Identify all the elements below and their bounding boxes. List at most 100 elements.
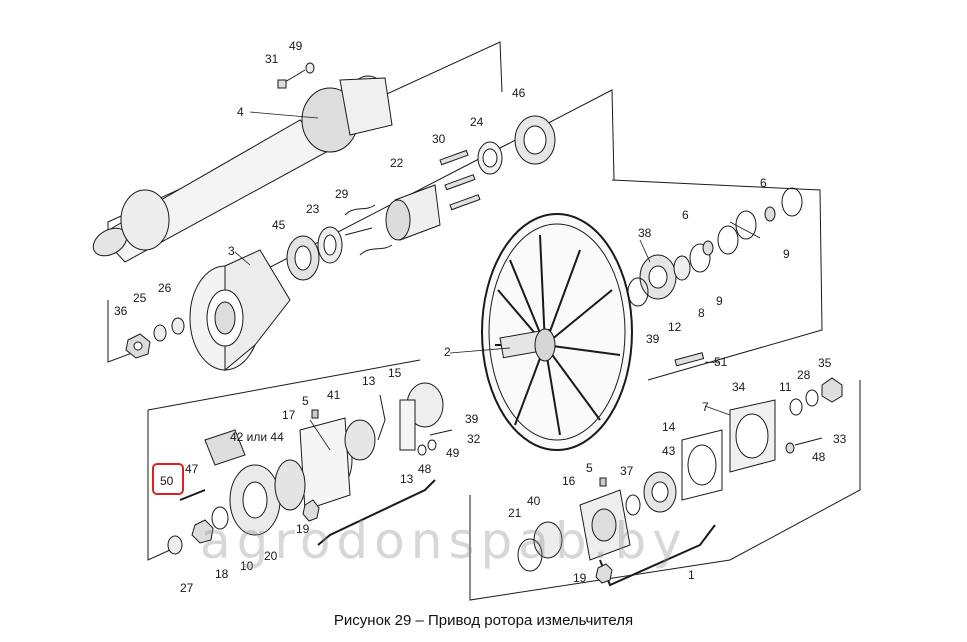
- washer-part-49b: [427, 439, 437, 451]
- washer-part-8: [689, 243, 711, 273]
- ring-part-12: [673, 255, 691, 281]
- flange-plate-part-7: [729, 399, 776, 473]
- ring-part-37: [625, 494, 641, 516]
- bracket-part-13: [377, 394, 386, 441]
- part-label-5-right: 5: [586, 461, 593, 475]
- part-label-4: 4: [237, 105, 244, 119]
- part-label-6: 6: [682, 208, 689, 222]
- part-label-19-left: 19: [296, 522, 310, 536]
- part-label-25: 25: [133, 291, 147, 305]
- part-label-15: 15: [388, 366, 402, 380]
- part-label-19-right: 19: [573, 571, 587, 585]
- panel-left-frame: [107, 300, 141, 363]
- bolt-part-5b: [599, 477, 607, 487]
- part-label-32: 32: [467, 432, 481, 446]
- nut-part-35: [821, 377, 843, 403]
- fitting-part-19b: [302, 499, 320, 522]
- housing-part-3: [189, 249, 291, 372]
- washer-part-48b: [417, 444, 427, 456]
- part-label-48-lower: 48: [418, 462, 432, 476]
- part-label-28: 28: [797, 368, 811, 382]
- part-label-45: 45: [272, 218, 286, 232]
- washer-part-26: [171, 317, 185, 335]
- part-label-36: 36: [114, 304, 128, 318]
- part-label-5-left: 5: [302, 394, 309, 408]
- part-label-2: 2: [444, 345, 451, 359]
- part-label-27: 27: [180, 581, 194, 595]
- bolt-part-50: [179, 489, 206, 501]
- washer-part-9: [717, 225, 739, 255]
- part-label-30: 30: [432, 132, 446, 146]
- part-label-12: 12: [668, 320, 682, 334]
- part-label-49: 49: [289, 39, 303, 53]
- panel-right-frame: [611, 179, 823, 381]
- part-label-46: 46: [512, 86, 526, 100]
- pipe-part-13: [317, 479, 436, 546]
- panel-lower-frame: [147, 359, 421, 411]
- part-label-40: 40: [527, 494, 541, 508]
- cardan-shaft-part-4: [92, 75, 393, 263]
- part-label-17: 17: [282, 408, 296, 422]
- pins-part-29: [344, 204, 393, 256]
- part-label-38: 38: [638, 226, 652, 240]
- bolt-part-5a: [311, 409, 319, 419]
- part-label-33: 33: [833, 432, 847, 446]
- part-label-10: 10: [240, 559, 254, 573]
- part-label-6-top: 6: [760, 176, 767, 190]
- part-label-1: 1: [688, 568, 695, 582]
- part-label-8: 8: [698, 306, 705, 320]
- ring-part-24: [477, 141, 503, 175]
- part-label-7: 7: [702, 400, 709, 414]
- keys-part-30: [439, 149, 481, 211]
- part-label-29: 29: [335, 187, 349, 201]
- part-label-3: 3: [228, 244, 235, 258]
- washer-part-25: [153, 324, 167, 342]
- part-label-48: 48: [812, 450, 826, 464]
- bolt-part-32: [429, 429, 453, 436]
- highlight-box-part-50: [152, 463, 184, 495]
- housing-part-17: [299, 417, 353, 511]
- part-label-9: 9: [716, 294, 723, 308]
- washer-part-27: [167, 535, 183, 555]
- washer-part-10: [211, 506, 229, 530]
- part-label-14: 14: [662, 420, 676, 434]
- washer-part-9b: [735, 210, 757, 240]
- part-label-51: 51: [714, 355, 728, 369]
- part-label-16: 16: [562, 474, 576, 488]
- bolt-part-31: [277, 62, 315, 89]
- panel-bottom-frame: [469, 380, 861, 601]
- part-label-11: 11: [779, 380, 792, 394]
- part-label-26: 26: [158, 281, 172, 295]
- bracket-part-15: [399, 382, 444, 451]
- part-label-50: 50: [160, 474, 174, 488]
- part-label-20: 20: [264, 549, 278, 563]
- ring-part-21: [517, 538, 543, 572]
- watermark: agrodonspab.by: [200, 512, 688, 570]
- key-part-51: [674, 352, 705, 367]
- part-label-37: 37: [620, 464, 634, 478]
- part-label-18: 18: [215, 567, 229, 581]
- washer-part-28: [805, 389, 819, 407]
- part-label-41: 41: [327, 388, 341, 402]
- seal-part-41: [344, 419, 376, 461]
- panel-lower-left-frame: [147, 410, 171, 561]
- part-label-13-lower: 13: [400, 472, 414, 486]
- housing-part-16: [579, 489, 631, 561]
- panel-middle-frame: [254, 89, 615, 276]
- bearing-part-43: [643, 471, 677, 513]
- part-label-31: 31: [265, 52, 279, 66]
- part-label-34: 34: [732, 380, 746, 394]
- bearing-part-46: [514, 115, 556, 165]
- part-label-23: 23: [306, 202, 320, 216]
- part-label-42-44: 42 или 44: [230, 430, 284, 444]
- part-label-13-top: 13: [362, 374, 376, 388]
- washer-part-9c: [781, 187, 803, 217]
- part-label-49-lower: 49: [446, 446, 460, 460]
- part-label-9-right: 9: [783, 247, 790, 261]
- washer-part-6a: [702, 240, 714, 256]
- part-label-43: 43: [662, 444, 676, 458]
- part-label-39-lower: 39: [465, 412, 479, 426]
- ring-part-23: [317, 226, 343, 264]
- nut-part-18: [191, 519, 214, 544]
